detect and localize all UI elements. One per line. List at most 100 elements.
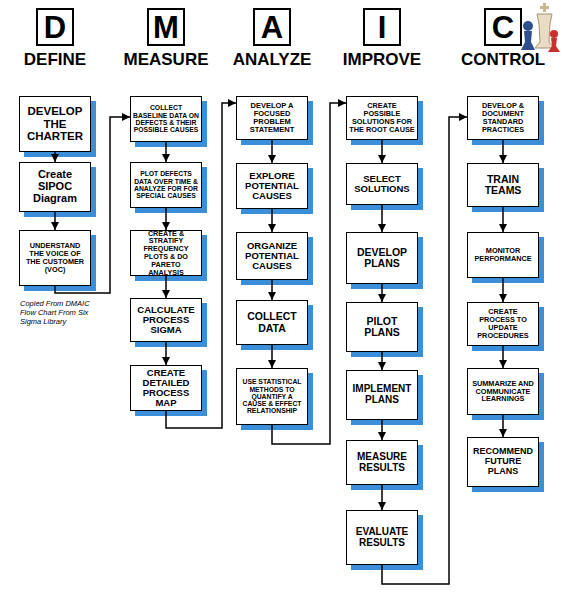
step-text: CREATE & STRATIFY FREQUENCY PLOTS & DO P… <box>133 230 199 277</box>
step-text: DEVELOP A FOCUSED PROBLEM STATEMENT <box>239 102 305 134</box>
process-box: DEVELOP & DOCUMENT STANDARD PRACTICES <box>467 96 539 140</box>
step-text: DEVELOP & DOCUMENT STANDARD PRACTICES <box>470 102 536 134</box>
process-box: TRAIN TEAMS <box>467 163 539 207</box>
step-text: ORGANIZE POTENTIAL CAUSES <box>239 241 305 272</box>
flow-arrow <box>271 345 273 368</box>
process-box: MONITOR PERFORMANCE <box>467 232 539 278</box>
letter-frame: C <box>484 8 522 46</box>
process-box: COLLECT BASELINE DATA ON DEFECTS & THEIR… <box>130 96 202 142</box>
process-box: CREATE & STRATIFY FREQUENCY PLOTS & DO P… <box>130 230 202 276</box>
process-box: ORGANIZE POTENTIAL CAUSES <box>236 232 308 280</box>
process-box: DEVELOP A FOCUSED PROBLEM STATEMENT <box>236 96 308 140</box>
flow-arrow <box>381 420 383 440</box>
flow-arrow <box>165 208 167 230</box>
step-text: TRAIN TEAMS <box>470 174 536 197</box>
phase-heading: CONTROL <box>461 51 545 68</box>
step-text: IMPLEMENT PLANS <box>349 384 415 406</box>
process-box: Create SIPOC Diagram <box>19 162 91 212</box>
pawn-head <box>550 30 558 38</box>
step-text: EVALUATE RESULTS <box>349 527 415 549</box>
process-box: COLLECT DATA <box>236 300 308 345</box>
step-text: DEVELOP PLANS <box>349 247 415 270</box>
chess-illustration <box>516 2 562 54</box>
flow-arrow <box>502 346 504 368</box>
flow-arrow <box>271 209 273 232</box>
step-text: RECOMMEND FUTURE PLANS <box>470 447 536 476</box>
flow-arrow <box>502 415 504 437</box>
process-box: SELECT SOLUTIONS <box>346 163 418 205</box>
phase-letter: C <box>492 12 514 43</box>
phase-letter: D <box>44 12 66 43</box>
step-text: SUMMARIZE AND COMMUNICATE LEARNINGS <box>470 380 536 404</box>
phase-header: C CONTROL <box>448 8 558 74</box>
step-text: Create SIPOC Diagram <box>22 169 88 205</box>
flow-arrow <box>381 205 383 232</box>
phase-header: AANALYZE <box>217 8 327 74</box>
flow-arrow <box>54 212 56 230</box>
step-text: CREATE PROCESS TO UPDATE PROCEDURES <box>470 308 536 340</box>
process-box: CREATE DETAILED PROCESS MAP <box>130 365 202 411</box>
flow-arrow <box>381 352 383 370</box>
process-box: CALCULATE PROCESS SIGMA <box>130 298 202 342</box>
process-box: RECOMMEND FUTURE PLANS <box>467 437 539 487</box>
flow-arrow <box>166 103 236 428</box>
phase-header: IIMPROVE <box>327 8 437 74</box>
source-note: Copied From DMAIC Flow Chart From Six Si… <box>20 299 106 326</box>
phase-header: D DEFINE <box>0 8 110 74</box>
process-box: MEASURE RESULTS <box>346 440 418 485</box>
red-pawn <box>548 30 560 52</box>
flow-arrow <box>502 140 504 163</box>
flow-arrow <box>502 278 504 302</box>
flow-arrow <box>165 342 167 365</box>
phase-heading: MEASURE <box>123 51 208 68</box>
flow-arrow <box>165 142 167 162</box>
letter-frame: I <box>363 8 401 46</box>
phase-letter: A <box>261 12 283 43</box>
step-text: PLOT DEFECTS DATA OVER TIME & ANALYZE FO… <box>133 170 199 199</box>
phase-header: M MEASURE <box>111 8 221 74</box>
process-box: EVALUATE RESULTS <box>346 510 418 565</box>
process-box: DEVELOP PLANS <box>346 232 418 284</box>
step-text: MONITOR PERFORMANCE <box>470 247 536 263</box>
process-box: IMPLEMENT PLANS <box>346 370 418 420</box>
step-text: CREATE DETAILED PROCESS MAP <box>133 368 199 409</box>
flow-arrow <box>382 117 467 584</box>
process-box: PILOT PLANS <box>346 302 418 352</box>
step-text: SELECT SOLUTIONS <box>349 174 415 195</box>
step-text: MEASURE RESULTS <box>349 452 415 474</box>
flow-arrow <box>55 117 130 293</box>
process-box: PLOT DEFECTS DATA OVER TIME & ANALYZE FO… <box>130 162 202 208</box>
flow-arrow <box>271 280 273 300</box>
flow-arrow <box>381 140 383 163</box>
step-text: DEVELOP THE CHARTER <box>22 105 88 142</box>
letter-frame: D <box>36 8 74 46</box>
flow-arrow <box>165 276 167 298</box>
letter-frame: M <box>147 8 185 46</box>
blue-pawn <box>521 21 535 50</box>
step-text: CALCULATE PROCESS SIGMA <box>133 305 199 336</box>
step-text: CREATE POSSIBLE SOLUTIONS FOR THE ROOT C… <box>349 102 415 134</box>
phase-heading: DEFINE <box>24 51 86 68</box>
phase-letter: M <box>153 12 179 43</box>
process-box: CREATE POSSIBLE SOLUTIONS FOR THE ROOT C… <box>346 96 418 140</box>
king-piece <box>535 3 554 48</box>
process-box: UNDERSTAND THE VOICE OF THE CUSTOMER (VO… <box>19 230 91 286</box>
process-box: USE STATISTICAL METHODS TO QUANTIFY A CA… <box>236 368 308 425</box>
process-box: CREATE PROCESS TO UPDATE PROCEDURES <box>467 302 539 346</box>
process-box: DEVELOP THE CHARTER <box>19 96 91 152</box>
phase-letter: I <box>378 12 387 43</box>
step-text: COLLECT BASELINE DATA ON DEFECTS & THEIR… <box>133 104 199 133</box>
flow-arrow <box>272 103 346 444</box>
letter-frame: A <box>253 8 291 46</box>
flow-arrow <box>381 485 383 510</box>
king-body <box>535 14 554 48</box>
process-box: SUMMARIZE AND COMMUNICATE LEARNINGS <box>467 368 539 415</box>
step-text: EXPLORE POTENTIAL CAUSES <box>239 171 305 202</box>
pawn-body <box>548 38 560 52</box>
step-text: UNDERSTAND THE VOICE OF THE CUSTOMER (VO… <box>22 242 88 274</box>
step-text: PILOT PLANS <box>349 316 415 339</box>
pawn-head <box>523 21 533 31</box>
step-text: COLLECT DATA <box>239 311 305 334</box>
